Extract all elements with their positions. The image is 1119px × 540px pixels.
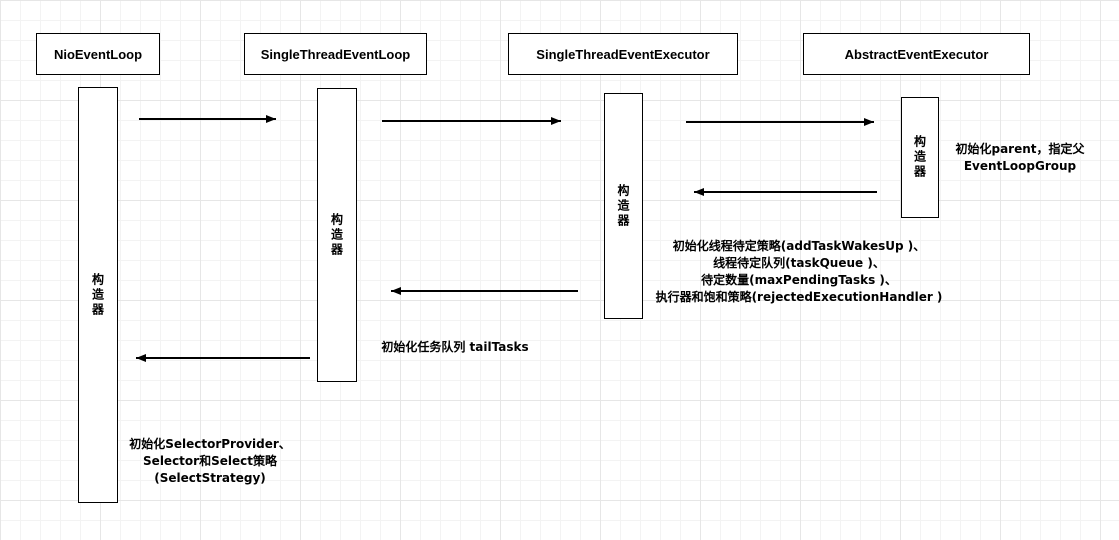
participant-label: AbstractEventExecutor bbox=[844, 46, 989, 62]
note-nio-init: 初始化SelectorProvider、 Selector和Select策略 (… bbox=[121, 436, 299, 487]
note-line: 初始化SelectorProvider、 bbox=[129, 437, 291, 451]
participant-singlethreadeventexecutor: SingleThreadEventExecutor bbox=[508, 33, 738, 75]
activation-label: 构造器 bbox=[912, 135, 927, 180]
note-line: 执行器和饱和策略(rejectedExecutionHandler ) bbox=[655, 290, 943, 304]
participant-nioeventloop: NioEventLoop bbox=[36, 33, 160, 75]
note-line: Selector和Select策略 bbox=[143, 454, 277, 468]
activation-label: 构造器 bbox=[90, 272, 105, 318]
note-line: EventLoopGroup bbox=[963, 159, 1077, 173]
note-line: 初始化parent，指定父 bbox=[955, 142, 1085, 156]
activation-label: 构造器 bbox=[616, 183, 630, 229]
activation-abstracteventexecutor: 构造器 bbox=[901, 97, 939, 218]
note-line: 初始化线程待定策略(addTaskWakesUp )、 bbox=[672, 239, 926, 253]
participant-label: SingleThreadEventExecutor bbox=[536, 46, 710, 62]
note-line: 线程待定队列(taskQueue )、 bbox=[713, 256, 885, 270]
activation-nioeventloop: 构造器 bbox=[78, 87, 118, 503]
note-loop-init: 初始化任务队列 tailTasks bbox=[373, 339, 537, 356]
note-line: 待定数量(maxPendingTasks )、 bbox=[701, 273, 897, 287]
note-line: 初始化任务队列 tailTasks bbox=[381, 340, 529, 354]
participant-singlethreadeventloop: SingleThreadEventLoop bbox=[244, 33, 427, 75]
participant-abstracteventexecutor: AbstractEventExecutor bbox=[803, 33, 1030, 75]
note-executor-init: 初始化线程待定策略(addTaskWakesUp )、 线程待定队列(taskQ… bbox=[634, 238, 964, 306]
note-abstract-init: 初始化parent，指定父 EventLoopGroup bbox=[954, 141, 1086, 175]
activation-label: 构造器 bbox=[329, 212, 344, 258]
activation-singlethreadeventloop: 构造器 bbox=[317, 88, 357, 382]
note-line: (SelectStrategy) bbox=[154, 471, 266, 485]
activation-singlethreadeventexecutor: 构造器 bbox=[604, 93, 643, 319]
participant-label: SingleThreadEventLoop bbox=[260, 46, 411, 62]
participant-label: NioEventLoop bbox=[53, 46, 143, 62]
